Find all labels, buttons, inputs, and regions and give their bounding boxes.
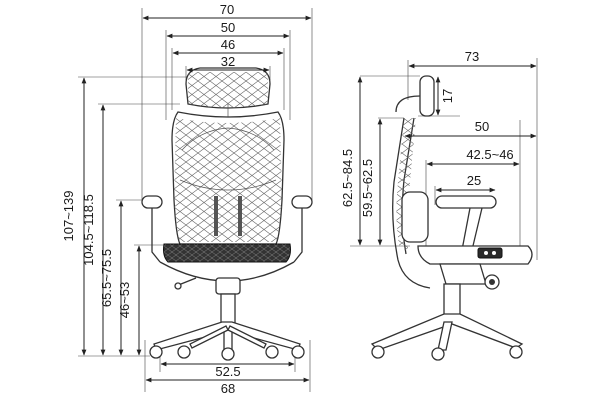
side-casters: [371, 345, 523, 361]
dim-seat-depth-adjust: 42.5~46: [466, 147, 513, 162]
side-chair-figure: [370, 75, 533, 361]
side-view: 73 50 42.5~46 25 17 62.5~84.5 59.5~62.5: [340, 49, 538, 361]
side-height-dimensions: 17 62.5~84.5 59.5~62.5: [340, 76, 455, 246]
front-casters: [149, 345, 305, 361]
dim-base-inner-width: 52.5: [215, 364, 240, 379]
dim-backrest-top-height: 104.5~118.5: [81, 194, 96, 266]
dim-overall-top-width: 70: [220, 2, 234, 17]
front-chair-figure: [141, 67, 313, 361]
side-depth-dimensions: 73 50 42.5~46 25: [404, 49, 537, 193]
dim-backrest-height: 59.5~62.5: [360, 159, 375, 217]
dim-armrest-pad-depth: 25: [467, 173, 481, 188]
dim-overall-height: 107~139: [61, 191, 76, 242]
dim-overall-depth: 73: [465, 49, 479, 64]
front-view: 70 50 46 32 52.5 68 107~139 104.5~118.5 …: [61, 2, 313, 396]
dim-seat-depth: 50: [475, 119, 489, 134]
front-height-dimensions: 107~139 104.5~118.5 65.5~75.5 46~53: [61, 77, 142, 356]
dim-base-overall-width: 68: [221, 381, 235, 396]
dim-armrest-height: 65.5~75.5: [99, 249, 114, 307]
dim-backrest-width: 46: [221, 37, 235, 52]
dim-back-frame-width: 50: [221, 20, 235, 35]
dim-back-to-headrest-height: 62.5~84.5: [340, 149, 355, 207]
front-width-dimensions: 70 50 46 32 52.5 68: [142, 2, 312, 396]
dim-seat-height: 46~53: [117, 282, 132, 319]
dim-headrest-width: 32: [221, 54, 235, 69]
dim-headrest-height: 17: [440, 89, 455, 103]
